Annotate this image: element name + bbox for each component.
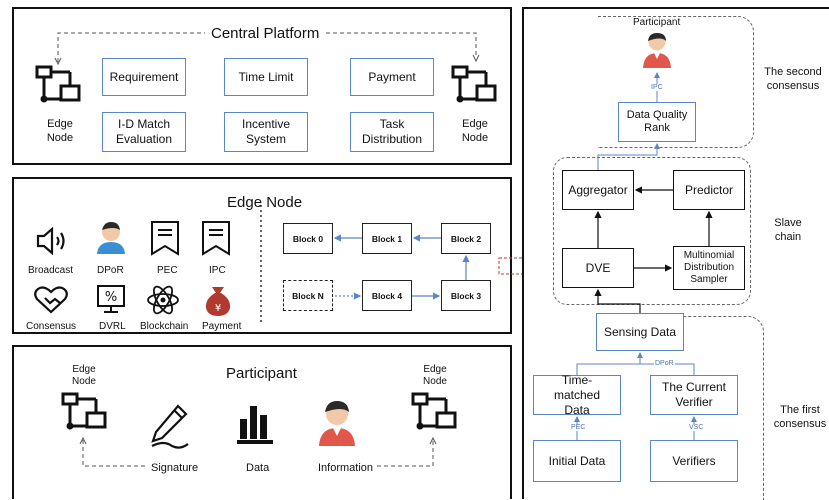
blockchain-icon <box>145 283 181 322</box>
payment-box: Payment <box>350 58 434 96</box>
svg-text:%: % <box>105 290 117 305</box>
time-matched-data-box: Time-matched Data <box>533 373 621 417</box>
information-person-icon <box>316 398 358 453</box>
broadcast-label: Broadcast <box>28 265 74 276</box>
broadcast-icon <box>34 226 70 261</box>
time-limit-box: Time Limit <box>224 58 308 96</box>
dpor-arrow-label: DPoR <box>654 360 675 367</box>
multinomial-sampler-box: Multinomial Distribution Sampler <box>673 246 745 290</box>
dpor-label: DPoR <box>97 265 124 276</box>
sensing-data-box: Sensing Data <box>596 313 684 351</box>
initial-data-box: Initial Data <box>533 440 621 482</box>
edge-node-icon <box>60 391 108 442</box>
current-verifier-box: The Current Verifier <box>650 375 738 415</box>
dvrl-icon: % <box>96 284 126 323</box>
data-quality-rank-box: Data Quality Rank <box>618 102 696 142</box>
payment-label: Payment <box>202 321 242 332</box>
edge-node-icon <box>450 64 498 115</box>
participant-title: Participant <box>226 365 297 382</box>
block-4: Block 4 <box>362 280 412 311</box>
first-consensus-label: The first consensus <box>773 404 827 430</box>
edge-node-icon <box>34 64 82 115</box>
edge-divider <box>260 205 262 325</box>
pec-icon <box>150 220 180 263</box>
edge-node-title: Edge Node <box>227 194 303 211</box>
data-bar-chart-icon <box>236 403 276 450</box>
block-n: Block N <box>283 280 333 311</box>
right-participant-person-icon <box>641 30 673 75</box>
predictor-box: Predictor <box>673 170 745 210</box>
vsc-arrow-label: VSC <box>688 424 705 431</box>
second-consensus-label: The second consensus <box>764 66 822 92</box>
id-match-evaluation-box: I-D Match Evaluation <box>102 112 186 152</box>
consensus-icon <box>33 285 69 320</box>
edge-node-left-label: Edge Node <box>46 118 74 144</box>
payment-money-bag-icon: ¥ <box>203 283 233 322</box>
second-consensus-group <box>598 16 754 148</box>
slave-chain-label: Slave chain <box>774 217 802 243</box>
pec-label: PEC <box>157 265 178 276</box>
aggregator-box: Aggregator <box>562 170 634 210</box>
block-0: Block 0 <box>283 223 333 254</box>
edge-node-panel <box>12 177 512 334</box>
verifiers-box: Verifiers <box>650 440 738 482</box>
block-1: Block 1 <box>362 223 412 254</box>
participant-edge-right-label: Edge Node <box>423 364 447 387</box>
signature-label: Signature <box>151 462 199 474</box>
ipc-icon <box>201 220 231 263</box>
pec-arrow-label: PEC <box>570 424 587 431</box>
blockchain-label: Blockchain <box>140 321 189 332</box>
svg-text:¥: ¥ <box>215 303 221 314</box>
block-2: Block 2 <box>441 223 491 254</box>
dpor-icon <box>94 220 128 261</box>
block-3: Block 3 <box>441 280 491 311</box>
edge-node-icon <box>410 391 458 442</box>
dvrl-label: DVRL <box>99 321 126 332</box>
signature-pen-icon <box>148 404 194 455</box>
ipc-label: IPC <box>209 265 226 276</box>
incentive-system-box: Incentive System <box>224 112 308 152</box>
consensus-label: Consensus <box>26 321 77 332</box>
right-participant-label: Participant <box>633 17 681 28</box>
participant-edge-left-label: Edge Node <box>72 364 96 387</box>
requirement-box: Requirement <box>102 58 186 96</box>
edge-node-right-label: Edge Node <box>461 118 489 144</box>
central-platform-title: Central Platform <box>207 25 324 42</box>
dve-box: DVE <box>562 248 634 288</box>
data-label: Data <box>246 462 270 474</box>
task-distribution-box: Task Distribution <box>350 112 434 152</box>
information-label: Information <box>318 462 374 474</box>
ipc-arrow-label: IPC <box>650 84 664 91</box>
